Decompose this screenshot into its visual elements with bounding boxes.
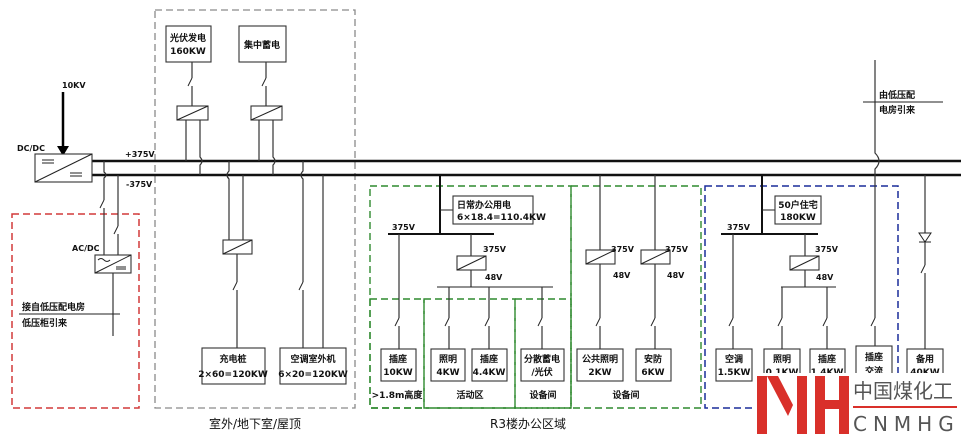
office-load-rating: 10KW [383,368,412,378]
office-bus-label: 375V [392,223,416,232]
residential-load-name: 插座 [865,351,883,363]
residential-feeder-rating: 180KW [780,213,816,223]
subzone-label-activity: 活动区 [456,389,483,401]
logo-divider [853,406,957,408]
input-voltage-label: 10KV [62,81,86,90]
plus-bus-label: +375V [125,150,155,159]
charger-feeder [222,161,253,348]
office-load-name: 照明 [439,354,457,365]
outdoor-zone-caption: 室外/地下室/屋顶 [209,416,301,431]
residential-load-name: 插座 [818,353,836,365]
cnmhg-logo: 中国煤化工 CNMHG [755,373,960,438]
storage-feeder [250,62,283,175]
office-dcdc-converter-icon [456,255,487,271]
office-feeder-name: 日常办公用电 [457,199,511,211]
residential-conv-out: 48V [816,273,834,282]
spare-name: 备用 [915,353,934,365]
office-zone-caption: R3楼办公区域 [490,416,566,431]
office-feeder-rating: 6×18.4=110.4KW [457,213,546,223]
acdc-converter-icon [94,254,132,274]
load-rating: 2KW [588,368,611,378]
storage-box [238,25,287,63]
logo-mark-icon [757,376,849,434]
equipment-room-caption: 设备间 [612,389,639,401]
office-load-rating: /光伏 [531,366,552,378]
right-intake-line2: 电房引来 [879,104,916,116]
acdc-feed-plus [103,161,107,200]
pv-name: 光伏发电 [169,32,206,44]
office-load-box [520,348,565,382]
spare-feeder [918,175,932,349]
public-lighting-box [576,348,624,382]
office-load-rating: 4KW [436,368,459,378]
intake-note-line2: 低压柜引来 [21,317,68,329]
residential-load-name: 空调 [725,353,743,365]
logo-en-text: CNMHG [853,412,960,436]
ac-outdoor-rating: 6×20=120KW [278,370,348,380]
office-subzone-height-frame [369,298,425,409]
pv-feeder [176,62,209,175]
breaker-icon [113,225,119,235]
right-intake-line1: 由低压配 [879,89,915,101]
diode-icon [918,232,932,243]
office-subzone-equipment-frame [514,298,572,409]
charger-rating: 2×60=120KW [198,370,268,380]
office-load-name: 插座 [480,353,498,365]
conv-out-label: 48V [613,271,631,280]
residential-feeder-box [774,195,822,225]
residential-load-box [715,348,753,382]
subzone-label-height: >1.8m高度 [372,389,424,401]
pv-rating: 160KW [170,47,206,57]
residential-feeder-name: 50户住宅 [778,199,818,211]
ac-outdoor-feeder [298,161,324,348]
subzone-label-equipment: 设备间 [529,389,556,401]
pv-generation-box [165,25,212,63]
security-box [635,348,672,382]
logo-cn-text: 中国煤化工 [853,379,953,403]
load-name: 公共照明 [582,353,618,365]
residential-bus-label: 375V [727,223,751,232]
arrow-down-icon [57,146,69,156]
office-load-name: 插座 [389,353,407,365]
storage-name: 集中蓄电 [243,39,280,51]
office-load-box [471,348,508,382]
office-load-feeders [394,234,543,349]
residential-dcdc-converter-icon [789,255,820,271]
acdc-label: AC/DC [72,244,100,253]
residential-load-rating: 1.5KW [718,368,751,378]
office-conv-in: 375V [483,245,507,254]
conv-out-label: 48V [667,271,685,280]
ac-outdoor-box [279,347,347,385]
residential-load-feeders [728,60,880,349]
conv-in-label: 375V [665,245,689,254]
breaker-icon [99,199,105,209]
load-rating: 6KW [641,368,664,378]
equipment-room-feeders [585,175,671,349]
office-load-box [430,348,466,382]
office-load-rating: 4.4KW [473,368,506,378]
office-feeder-box [452,195,534,225]
office-load-name: 分散蓄电 [524,353,560,365]
load-name: 安防 [644,353,662,365]
intake-note-line1: 接自低压配电房 [22,301,85,313]
lv-intake-zone-frame [11,213,140,409]
residential-load-name: 照明 [773,354,791,365]
minus-bus-label: -375V [126,180,153,189]
office-load-box [380,348,417,382]
dcdc-converter-icon [34,153,93,183]
charger-box [201,347,266,385]
dcdc-label: DC/DC [17,144,45,153]
charger-name: 充电桩 [219,353,246,365]
residential-conv-in: 375V [815,245,839,254]
ac-outdoor-name: 空调室外机 [290,353,335,365]
conv-in-label: 375V [611,245,635,254]
outdoor-zone-frame [154,9,356,409]
office-conv-out: 48V [485,273,503,282]
